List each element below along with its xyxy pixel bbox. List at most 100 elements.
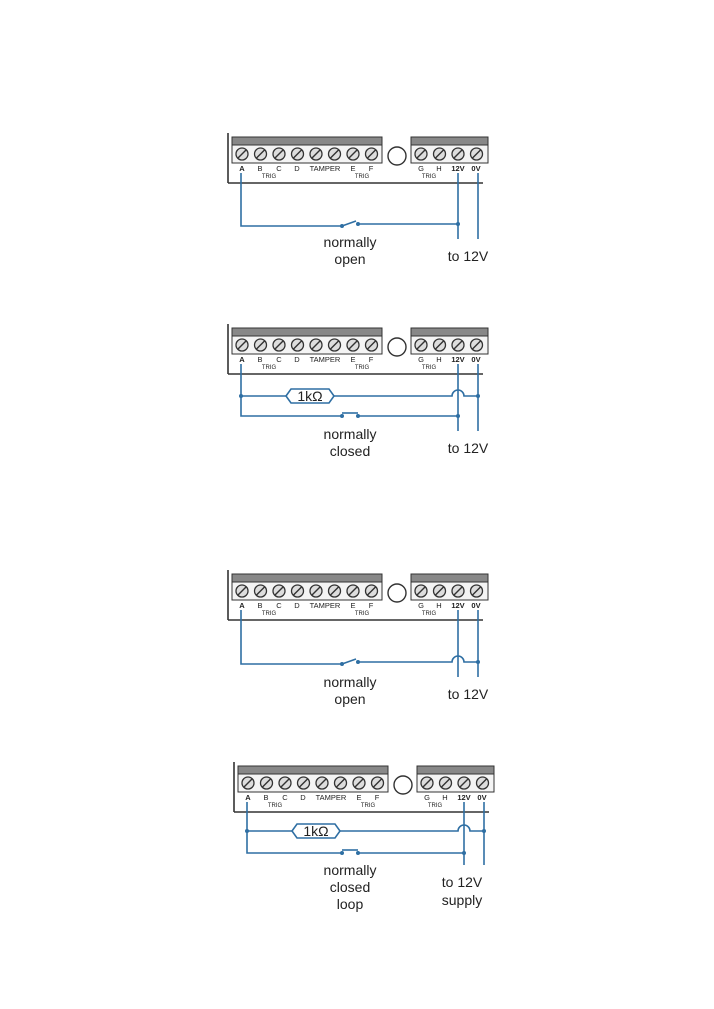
supply-label-line: to 12V bbox=[448, 440, 489, 456]
switch-node bbox=[356, 851, 360, 855]
switch-open-contact bbox=[342, 659, 356, 664]
trig-label-ef: TRIG bbox=[361, 803, 376, 809]
terminal-label-d: D bbox=[294, 601, 300, 610]
switch-node bbox=[356, 222, 360, 226]
wire-switch-to-0v bbox=[358, 656, 478, 662]
trig-label-bc: TRIG bbox=[268, 803, 283, 809]
terminal-strip-right-top bbox=[411, 328, 488, 336]
terminal-label-h: H bbox=[436, 601, 441, 610]
terminal-strip-left-top bbox=[232, 574, 382, 582]
terminal-strip-left-top bbox=[238, 766, 388, 774]
wire-a-to-switch bbox=[241, 173, 342, 226]
terminal-label-d: D bbox=[294, 164, 300, 173]
wire-resistor-to-0v bbox=[340, 825, 484, 831]
junction-node bbox=[239, 394, 243, 398]
terminal-label-a: A bbox=[239, 164, 245, 173]
trig-label-gh: TRIG bbox=[422, 365, 437, 371]
terminal-strip-right-top bbox=[411, 574, 488, 582]
supply-label-line: to 12V bbox=[448, 248, 489, 264]
resistor-label: 1kΩ bbox=[303, 823, 328, 839]
wire-switch-to-12v bbox=[358, 173, 458, 224]
terminal-label-g: G bbox=[424, 793, 430, 802]
switch-node bbox=[340, 662, 344, 666]
terminal-label-c: C bbox=[276, 355, 282, 364]
terminal-label-g: G bbox=[418, 601, 424, 610]
trig-label-gh: TRIG bbox=[428, 803, 443, 809]
switch-label-line: open bbox=[334, 691, 365, 707]
terminal-label-g: G bbox=[418, 164, 424, 173]
supply-label-line: supply bbox=[442, 892, 482, 908]
junction-node bbox=[476, 394, 480, 398]
terminal-label-e: E bbox=[350, 355, 355, 364]
supply-label-line: to 12V bbox=[448, 686, 489, 702]
junction-node bbox=[476, 660, 480, 664]
terminal-label-0v: 0V bbox=[471, 601, 480, 610]
terminal-label-0v: 0V bbox=[471, 164, 480, 173]
terminal-label-f: F bbox=[369, 355, 374, 364]
switch-label-line: loop bbox=[337, 896, 364, 912]
switch-node bbox=[356, 414, 360, 418]
terminal-label-e: E bbox=[356, 793, 361, 802]
switch-label-line: normally bbox=[324, 426, 377, 442]
switch-label-line: open bbox=[334, 251, 365, 267]
terminal-label-b: B bbox=[257, 601, 262, 610]
wire-resistor-to-0v bbox=[334, 390, 478, 396]
terminal-label-c: C bbox=[282, 793, 288, 802]
terminal-label-0v: 0V bbox=[471, 355, 480, 364]
wire-a-to-switch bbox=[241, 610, 342, 664]
terminal-label-e: E bbox=[350, 601, 355, 610]
terminal-label-g: G bbox=[418, 355, 424, 364]
terminal-strip-right-top bbox=[411, 137, 488, 145]
trig-label-gh: TRIG bbox=[422, 611, 437, 617]
terminal-label-a: A bbox=[239, 355, 245, 364]
switch-node bbox=[356, 660, 360, 664]
junction-node bbox=[456, 414, 460, 418]
trig-label-ef: TRIG bbox=[355, 611, 370, 617]
terminal-strip-right-top bbox=[417, 766, 494, 774]
terminal-label-12v: 12V bbox=[457, 793, 470, 802]
terminal-strip-left-top bbox=[232, 328, 382, 336]
trig-label-bc: TRIG bbox=[262, 174, 277, 180]
terminal-label-b: B bbox=[263, 793, 268, 802]
terminal-label-0v: 0V bbox=[477, 793, 486, 802]
terminal-label-tamper: TAMPER bbox=[310, 601, 341, 610]
tamper-switch-icon bbox=[388, 338, 406, 356]
junction-node bbox=[462, 851, 466, 855]
terminal-label-h: H bbox=[436, 355, 441, 364]
terminal-label-h: H bbox=[436, 164, 441, 173]
terminal-label-tamper: TAMPER bbox=[310, 355, 341, 364]
trig-label-ef: TRIG bbox=[355, 174, 370, 180]
terminal-label-tamper: TAMPER bbox=[316, 793, 347, 802]
junction-node bbox=[482, 829, 486, 833]
terminal-label-tamper: TAMPER bbox=[310, 164, 341, 173]
terminal-label-a: A bbox=[239, 601, 245, 610]
trig-label-bc: TRIG bbox=[262, 611, 277, 617]
tamper-switch-icon bbox=[388, 147, 406, 165]
tamper-switch-icon bbox=[394, 776, 412, 794]
terminal-label-b: B bbox=[257, 355, 262, 364]
switch-open-contact bbox=[342, 221, 356, 226]
terminal-label-h: H bbox=[442, 793, 447, 802]
terminal-label-c: C bbox=[276, 164, 282, 173]
terminal-label-f: F bbox=[375, 793, 380, 802]
terminal-label-d: D bbox=[300, 793, 306, 802]
trig-label-gh: TRIG bbox=[422, 174, 437, 180]
trig-label-ef: TRIG bbox=[355, 365, 370, 371]
terminal-strip-left-top bbox=[232, 137, 382, 145]
switch-label-line: closed bbox=[330, 879, 370, 895]
junction-node bbox=[245, 829, 249, 833]
terminal-label-12v: 12V bbox=[451, 355, 464, 364]
terminal-label-12v: 12V bbox=[451, 164, 464, 173]
trig-label-bc: TRIG bbox=[262, 365, 277, 371]
switch-node bbox=[340, 414, 344, 418]
terminal-label-a: A bbox=[245, 793, 251, 802]
terminal-label-c: C bbox=[276, 601, 282, 610]
junction-node bbox=[456, 222, 460, 226]
switch-label-line: closed bbox=[330, 443, 370, 459]
terminal-label-f: F bbox=[369, 601, 374, 610]
resistor-label: 1kΩ bbox=[297, 388, 322, 404]
